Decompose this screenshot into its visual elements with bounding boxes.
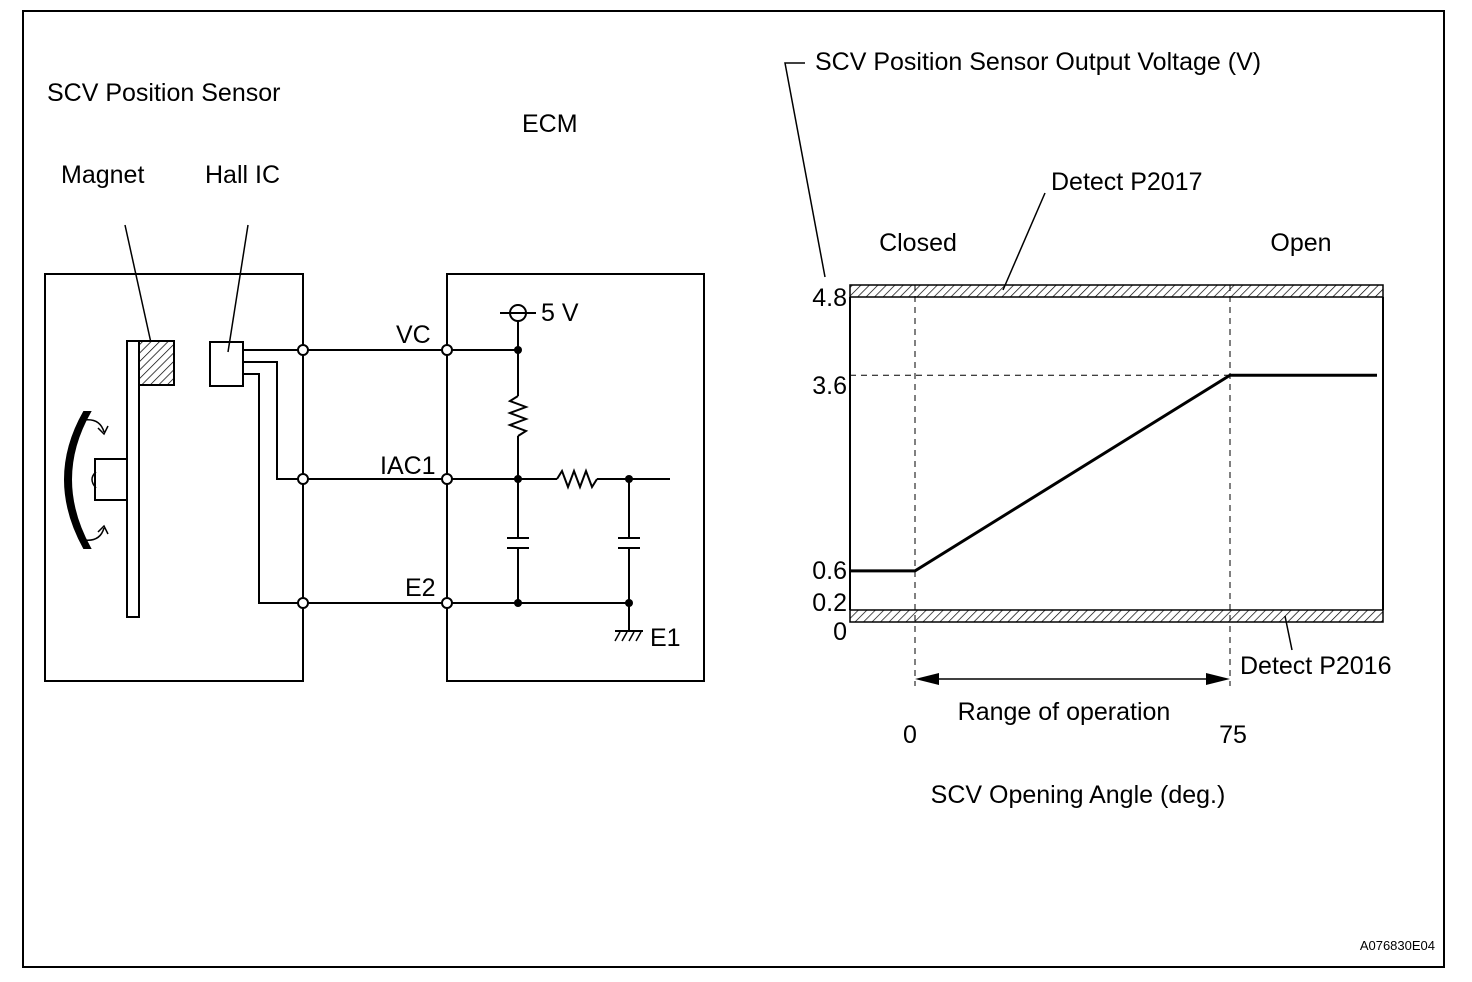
ecm-terminal-vc [441,344,453,356]
supply-5v-label: 5 V [541,299,579,327]
rotation-icon [64,411,109,549]
y-tick-label: 4.8 [812,284,847,312]
range-label: Range of operation [958,698,1171,726]
upper-fault-label: Detect P2017 [1051,168,1203,196]
output-voltage-line [850,373,1377,573]
y-tick-label: 3.6 [812,372,847,400]
hall-ic-block [209,341,244,387]
hall-ic-label: Hall IC [205,161,280,189]
ecm-internal-circuit [452,313,670,630]
sensor-box [44,273,304,682]
figure-code: A076830E04 [1360,938,1435,953]
lower-fault-band [849,609,1384,623]
sensor-terminal-e2 [297,597,309,609]
ecm-terminal-e2 [441,597,453,609]
terminal-label-iac1: IAC1 [380,452,436,480]
range-arrow-left-head [915,673,939,685]
magnet-leader [124,224,154,353]
figure-frame [22,10,1445,968]
junction-dot [625,475,633,483]
hall-ic-leader [227,224,249,353]
p2016-leader [1284,615,1293,651]
range-arrow-right-head [1206,673,1230,685]
shaft [94,458,128,501]
x-axis-title: SCV Opening Angle (deg.) [931,781,1226,809]
rotor-plate [126,340,140,618]
y-tick-label: 0 [833,618,847,646]
terminal-label-vc: VC [396,321,431,349]
junction-dot [625,599,633,607]
sensor-terminal-iac1 [297,473,309,485]
sensor-wiring [243,349,303,604]
terminal-label-e2: E2 [405,574,436,602]
junction-dot [514,475,522,483]
magnet-block [138,340,175,386]
junction-dot [514,346,522,354]
y-tick-label: 0.2 [812,589,847,617]
y-tick-label: 0.6 [812,557,847,585]
ecm-title: ECM [522,110,578,138]
ylabel-leader [784,62,826,278]
ground-label-e1: E1 [650,624,681,652]
x-tick-label: 0 [903,721,917,749]
open-label: Open [1270,229,1331,257]
ecm-terminal-iac1 [441,473,453,485]
sensor-terminal-vc [297,344,309,356]
ground-icon [614,630,643,642]
x-tick-label: 75 [1219,721,1247,749]
sensor-title: SCV Position Sensor [47,79,280,107]
upper-fault-band [849,284,1384,298]
closed-label: Closed [879,229,957,257]
p2017-leader [1002,192,1046,291]
junction-dot [514,599,522,607]
lower-fault-label: Detect P2016 [1240,652,1392,680]
y-axis-title: SCV Position Sensor Output Voltage (V) [815,48,1261,76]
magnet-label: Magnet [61,161,144,189]
